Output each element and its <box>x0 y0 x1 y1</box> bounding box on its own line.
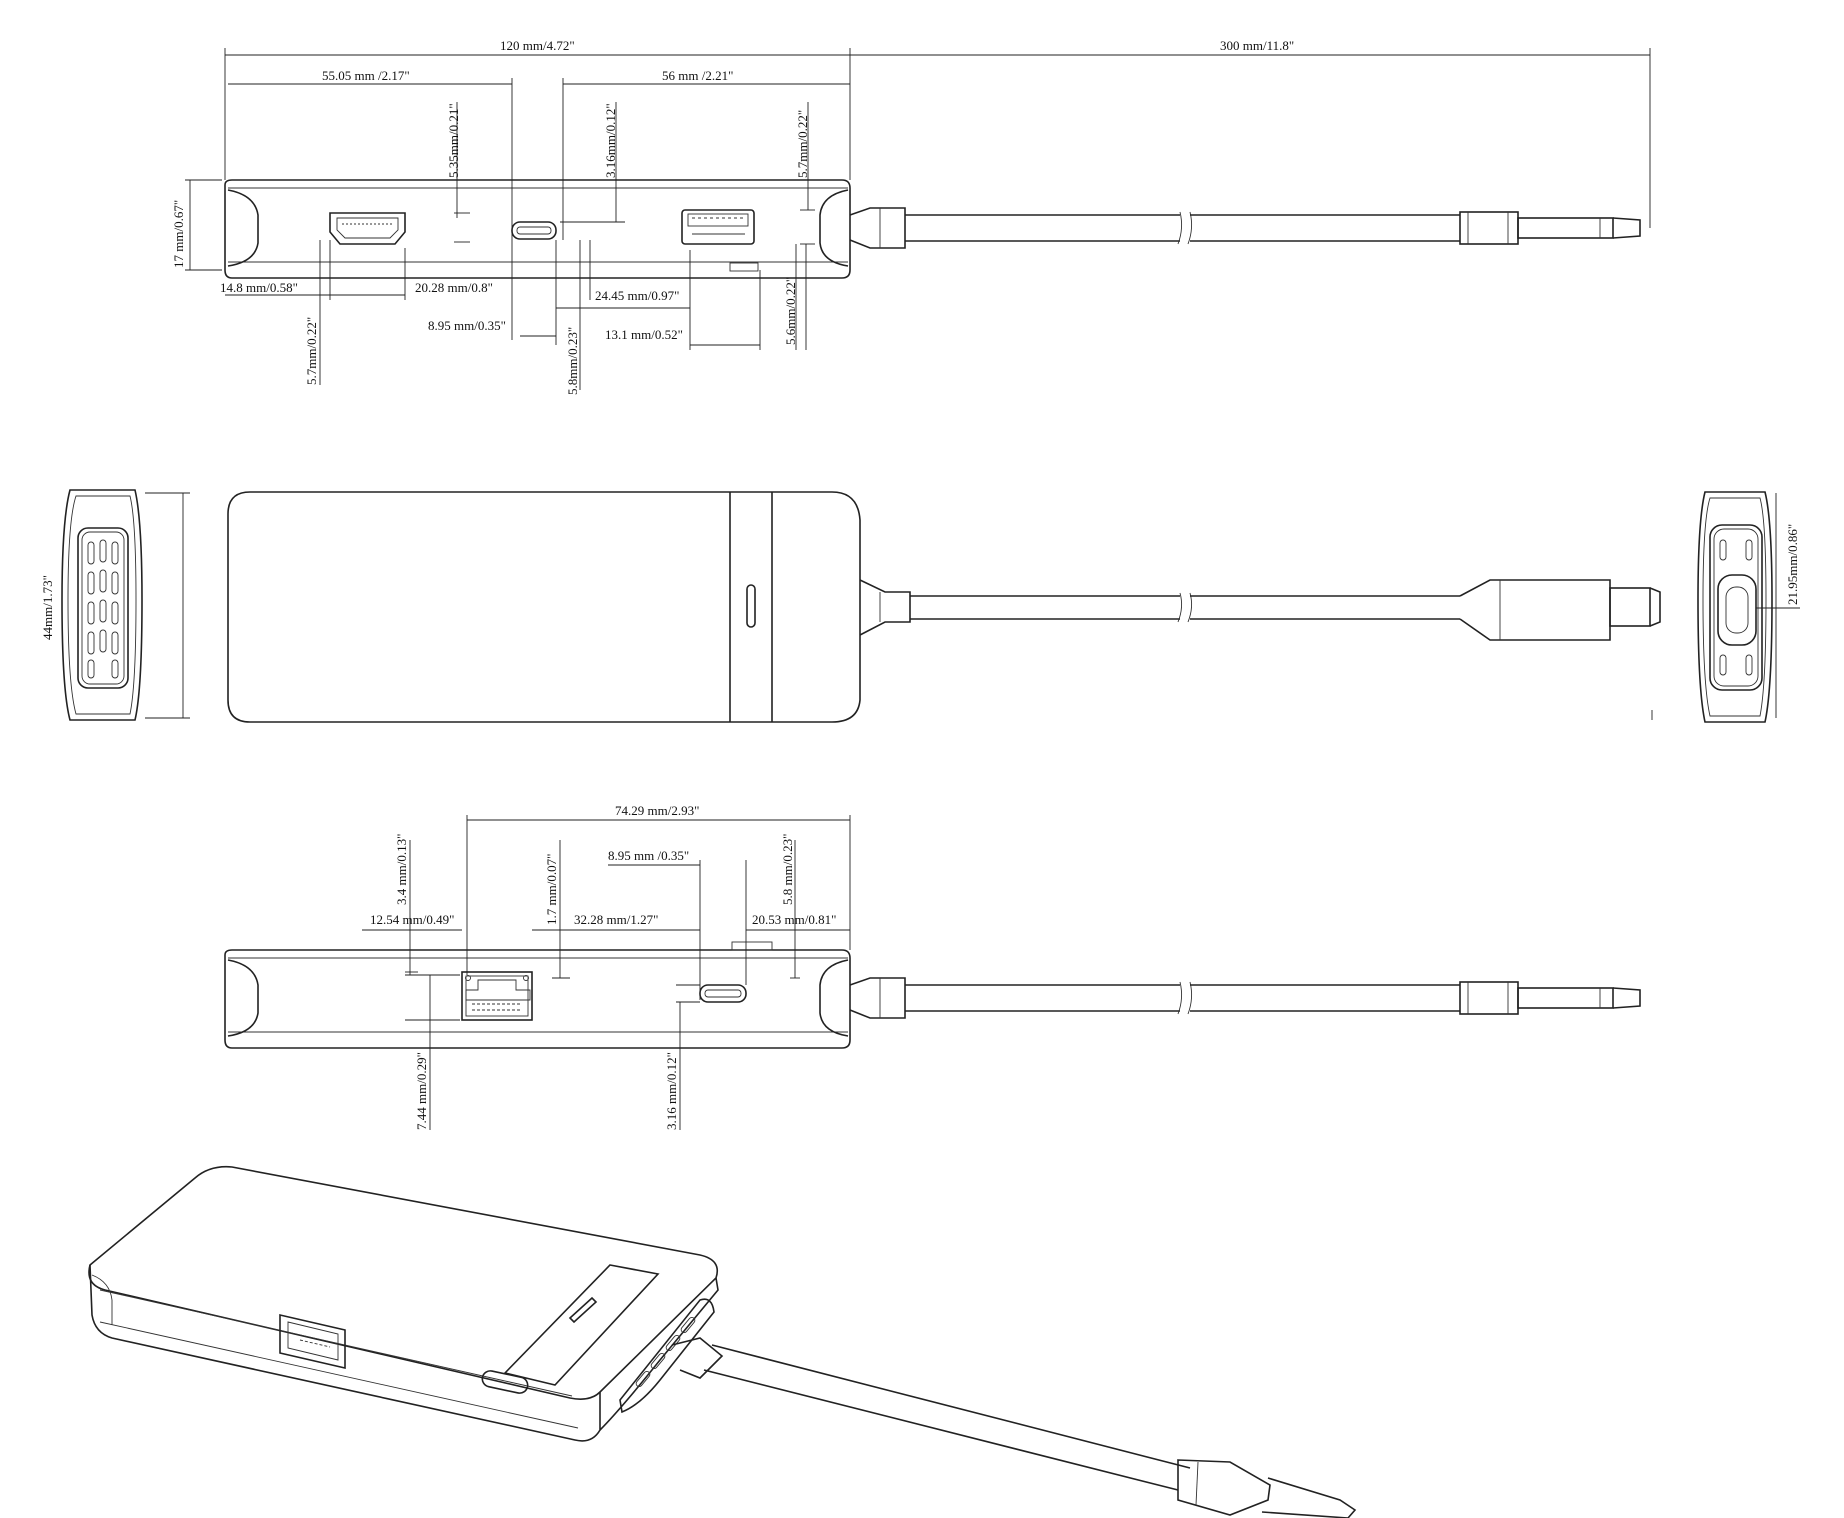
dim-hdmi-width: 20.28 mm/0.8" <box>415 280 493 295</box>
dim-usbc-right: 20.53 mm/0.81" <box>752 912 836 927</box>
hdmi-port-icon <box>329 212 406 245</box>
led-indicator-icon <box>746 584 756 628</box>
dim-usba-height: 5.6mm/0.22" <box>783 277 798 345</box>
dim-rj45-left: 12.54 mm/0.49" <box>370 912 454 927</box>
ethernet-port-icon-2 <box>279 1313 346 1370</box>
dim-body-width: 44mm/1.73" <box>40 575 55 640</box>
dim-usbc-width-2: 8.95 mm /0.35" <box>608 848 689 863</box>
dim-hdmi-height: 5.7mm/0.22" <box>304 317 319 385</box>
dim-usbc-depth: 3.16mm/0.12" <box>603 103 618 178</box>
dim-connector-width: 21.95mm/0.86" <box>1785 524 1800 605</box>
usb-a-port-icon <box>681 209 755 245</box>
dim-span: 74.29 mm/2.93" <box>615 803 699 818</box>
dim-body-height: 17 mm/0.67" <box>171 200 186 268</box>
dim-rj45-to-usbc: 32.28 mm/1.27" <box>574 912 658 927</box>
dim-usbc-to-usba: 24.45 mm/0.97" <box>595 288 679 303</box>
side-view-left: 44mm/1.73" <box>40 489 190 721</box>
led-indicator-icon-2 <box>568 1296 598 1324</box>
dim-usba-width: 13.1 mm/0.52" <box>605 327 683 342</box>
dim-usb-section: 56 mm /2.21" <box>662 68 733 83</box>
isometric-view <box>88 1165 1357 1518</box>
bottom-view: 74.29 mm/2.93" 8.95 mm /0.35" 3.4 mm/0.1… <box>224 803 1641 1130</box>
dim-usbc-depth-2: 3.16 mm/0.12" <box>664 1052 679 1130</box>
dim-left-margin: 14.8 mm/0.58" <box>220 280 298 295</box>
dim-hdmi-from-left: 55.05 mm /2.17" <box>322 68 410 83</box>
dim-rj45-pad: 1.7 mm/0.07" <box>544 854 559 925</box>
top-view: 120 mm/4.72" 300 mm/11.8" 55.05 mm /2.17… <box>171 38 1651 395</box>
usb-c-plug-icon <box>1717 574 1757 646</box>
dim-overall-length: 120 mm/4.72" <box>500 38 575 53</box>
dim-rj45-height: 7.44 mm/0.29" <box>414 1052 429 1130</box>
ethernet-port-icon <box>461 971 533 1021</box>
dim-usbc-width: 8.95 mm/0.35" <box>428 318 506 333</box>
dim-hdmi-depth: 5.35mm/0.21" <box>446 103 461 178</box>
dim-usbc-offset-2: 5.8 mm/0.23" <box>780 834 795 905</box>
dim-usba-depth: 5.7mm/0.22" <box>795 110 810 178</box>
usb-c-port-icon-2 <box>699 984 747 1003</box>
dim-cable-length: 300 mm/11.8" <box>1220 38 1294 53</box>
dim-usbc-offset: 5.8mm/0.23" <box>565 327 580 395</box>
top-plan-view <box>227 491 1661 723</box>
side-view-right: 21.95mm/0.86" <box>1651 491 1800 723</box>
dim-rj45-top: 3.4 mm/0.13" <box>394 834 409 905</box>
usb-c-port-icon-3 <box>481 1370 529 1394</box>
usb-c-port-icon <box>511 221 557 240</box>
